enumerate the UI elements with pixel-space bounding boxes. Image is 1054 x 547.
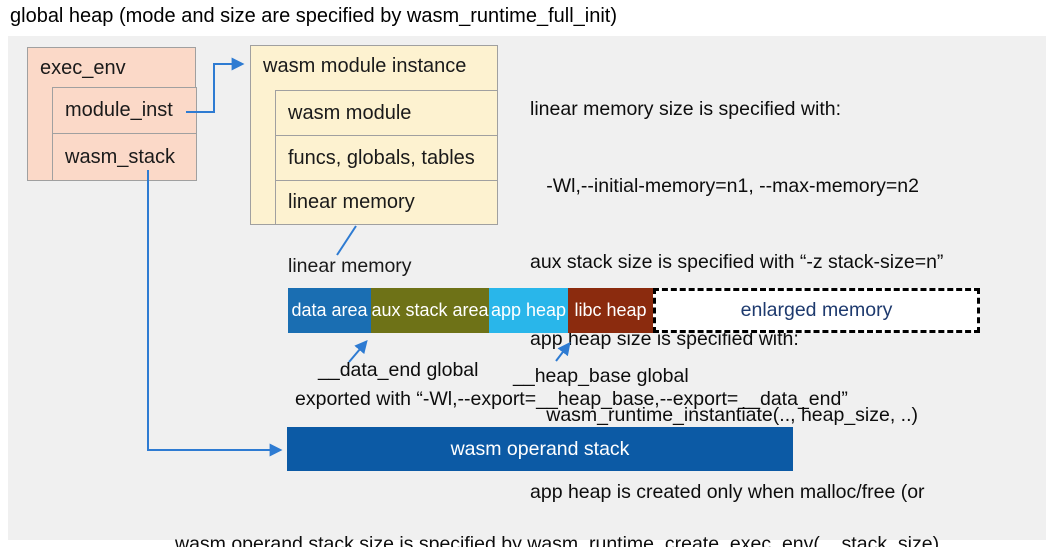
exported-with-label: exported with “-Wl,--export=__heap_base,… (295, 388, 848, 410)
exec-env-row-wasm-stack: wasm_stack (52, 133, 197, 181)
wasm-module-instance-header: wasm module instance (263, 55, 467, 77)
segment-data-area: data area (288, 288, 371, 333)
module-instance-row-funcs-globals-tables: funcs, globals, tables (275, 135, 498, 181)
exec-env-header: exec_env (40, 57, 126, 79)
exec-env-row-module-inst: module_inst (52, 87, 197, 134)
linear-memory-bar: data area aux stack area app heap libc h… (288, 288, 980, 333)
heap-base-global-label: __heap_base global (513, 365, 689, 387)
note-line: wasm_runtime_instantiate(.., heap_size, … (530, 404, 919, 426)
segment-enlarged-memory: enlarged memory (653, 288, 980, 333)
wasm-operand-stack-bar: wasm operand stack (287, 427, 793, 471)
module-instance-row-wasm-module: wasm module (275, 90, 498, 136)
note-line: wasm operand stack size is specified by … (175, 533, 940, 547)
operand-stack-notes: wasm operand stack size is specified by … (175, 479, 939, 547)
segment-aux-stack-area: aux stack area (371, 288, 489, 333)
note-line: aux stack size is specified with “-z sta… (530, 251, 944, 273)
segment-libc-heap: libc heap (568, 288, 653, 333)
diagram-title: global heap (mode and size are specified… (10, 5, 617, 27)
memory-size-notes: linear memory size is specified with: -W… (530, 46, 943, 547)
linear-memory-label: linear memory (288, 255, 412, 277)
note-line: app heap size is specified with: (530, 327, 799, 350)
module-instance-row-linear-memory: linear memory (275, 180, 498, 225)
segment-app-heap: app heap (489, 288, 568, 333)
note-line: -Wl,--initial-memory=n1, --max-memory=n2 (530, 174, 919, 197)
note-line: app heap is created only when malloc/fre… (530, 480, 925, 503)
note-line: linear memory size is specified with: (530, 98, 842, 120)
data-end-global-label: __data_end global (318, 359, 479, 381)
